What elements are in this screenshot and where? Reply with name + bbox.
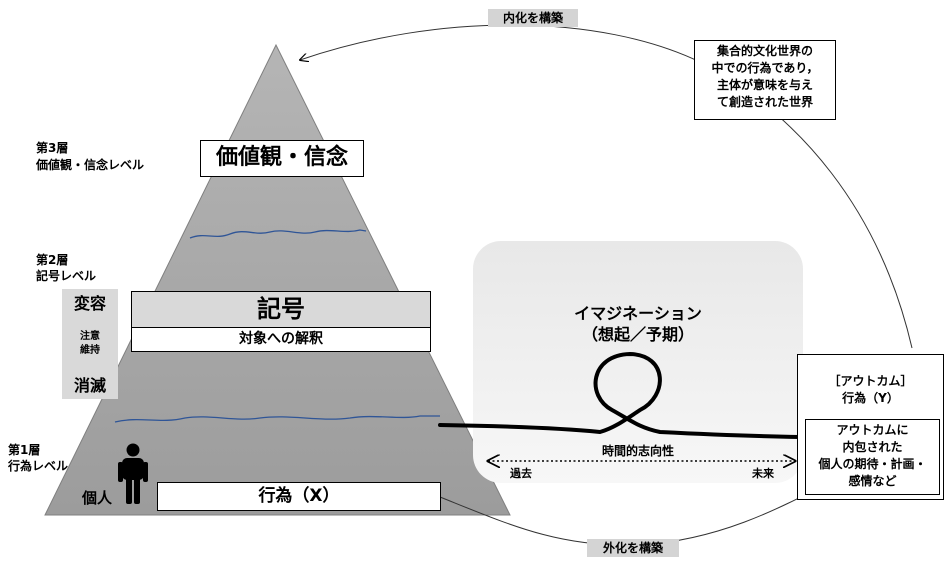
outcome-inner-line: 内包された <box>842 440 903 454</box>
values-beliefs-box: 価値観・信念 <box>200 140 364 177</box>
future-label: 未来 <box>752 467 774 480</box>
layer-boundary-upper <box>189 229 367 239</box>
layer-boundary-lower <box>114 415 440 423</box>
imagination-panel <box>473 241 803 483</box>
imagination-subtitle: （想起／予期） <box>581 325 694 344</box>
sign-state-column <box>62 289 118 399</box>
layer2-name: 記号レベル <box>36 269 97 283</box>
person-icon <box>118 443 148 504</box>
past-label: 過去 <box>510 467 532 480</box>
temporal-orientation-label: 時間的志向性 <box>601 444 674 458</box>
action-x-box: 行為（X） <box>157 482 441 511</box>
layer1-number: 第1層 <box>8 443 41 457</box>
outcome-title: ［アウトカム］ <box>828 374 913 388</box>
outcome-inner-line: アウトカムに <box>836 423 909 437</box>
note-line: 中での行為であり， <box>711 61 819 75</box>
imagination-title: イマジネーション <box>574 304 702 323</box>
outcome-action: 行為（Y） <box>842 391 899 405</box>
interpretation-box: 対象への解釈 <box>131 327 431 352</box>
outcome-inner-line: 感情など <box>848 474 897 488</box>
note-line: て創造された世界 <box>716 95 813 109</box>
extinct-label: 消滅 <box>73 376 106 395</box>
internalization-tag: 内化を構築 <box>488 9 578 27</box>
layer3-name: 価値観・信念レベル <box>36 158 145 172</box>
temporal-line <box>438 351 802 439</box>
note-line: 集合的文化世界の <box>716 44 813 58</box>
sign-box: 記号 <box>131 291 431 328</box>
outcome-box <box>797 354 944 500</box>
outcome-inner-box: アウトカムに 内包された 個人の期待・計画・ 感情など <box>805 419 940 495</box>
cultural-world-note: 集合的文化世界の 中での行為であり， 主体が意味を与え て創造された世界 <box>694 40 836 120</box>
layer2-number: 第2層 <box>36 253 69 267</box>
maintain-label: 維持 <box>80 345 100 356</box>
externalization-tag: 外化を構築 <box>587 539 679 557</box>
note-line: 主体が意味を与え <box>716 78 813 92</box>
change-label: 変容 <box>73 294 106 313</box>
attention-label: 注意 <box>80 331 100 342</box>
pyramid <box>44 43 511 516</box>
layer3-number: 第3層 <box>36 141 69 155</box>
layer1-name: 行為レベル <box>8 459 69 473</box>
outcome-inner-line: 個人の期待・計画・ <box>818 457 927 471</box>
individual-label: 個人 <box>82 489 113 507</box>
